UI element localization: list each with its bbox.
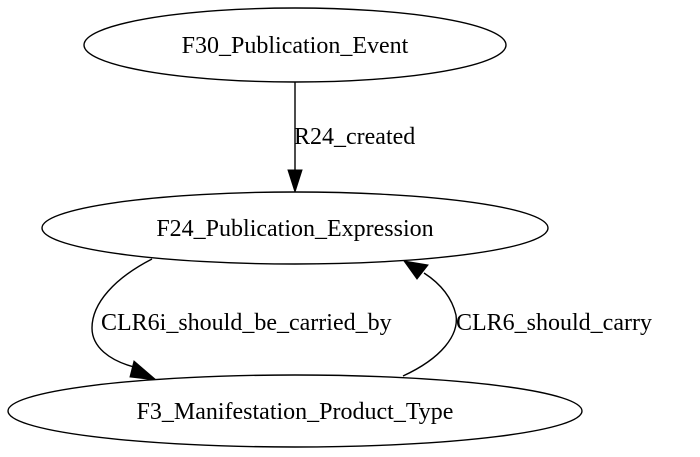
edge-should-be-carried-by: CLR6i_should_be_carried_by xyxy=(91,258,392,381)
node-label-manifestation-product-type: F3_Manifestation_Product_Type xyxy=(137,399,454,425)
node-publication-event-ellipse xyxy=(83,7,507,83)
edge-created: R24_created xyxy=(287,82,415,194)
edge-should-be-carried-by-line xyxy=(91,258,153,369)
node-publication-expression: F24_Publication_Expression xyxy=(41,191,549,265)
edge-label-should-be-carried-by: CLR6i_should_be_carried_by xyxy=(101,310,392,336)
edge-should-carry: CLR6_should_carry xyxy=(402,260,652,377)
node-publication-expression-ellipse xyxy=(41,191,549,265)
node-publication-event: F30_Publication_Event xyxy=(83,7,507,83)
edge-label-created: R24_created xyxy=(294,124,415,150)
edge-created-arrowhead xyxy=(287,169,303,194)
edge-should-carry-line xyxy=(402,272,457,377)
node-manifestation-product-type-ellipse xyxy=(7,374,583,448)
node-label-publication-expression: F24_Publication_Expression xyxy=(156,216,433,242)
node-label-publication-event: F30_Publication_Event xyxy=(182,33,409,59)
node-manifestation-product-type: F3_Manifestation_Product_Type xyxy=(7,374,583,448)
edge-should-carry-arrowhead xyxy=(402,260,429,280)
edge-should-be-carried-by-arrowhead xyxy=(129,360,158,381)
edge-label-should-carry: CLR6_should_carry xyxy=(456,310,652,336)
